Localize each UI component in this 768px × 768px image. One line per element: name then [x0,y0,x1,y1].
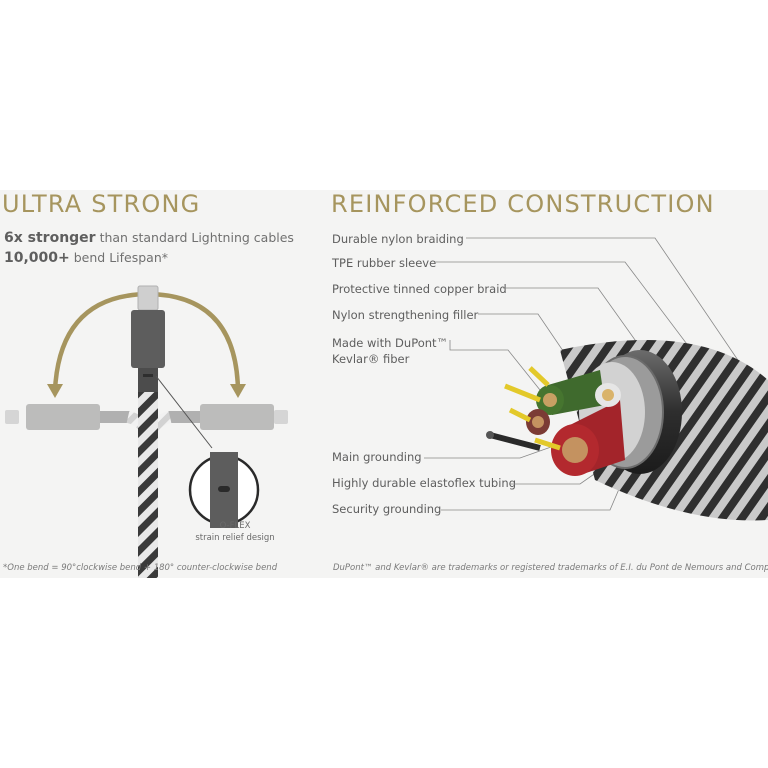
label-kevlar: Kevlar® fiber [332,352,410,366]
arrow-right-icon [230,384,246,398]
lightning-connector [131,310,165,368]
oflex-caption: O-FLEX strain relief design [190,520,280,544]
label-security-grounding: Security grounding [332,502,442,516]
label-tpe-sleeve: TPE rubber sleeve [332,256,437,270]
bend-footnote: *One bend = 90°clockwise bend + 180° cou… [3,563,278,573]
cable-cross-section [424,237,768,521]
lifespan-stat: 10,000+ bend Lifespan* [4,250,168,266]
trademark-footnote: DuPont™ and Kevlar® are trademarks or re… [333,563,768,573]
braided-cable [138,392,158,578]
oflex-subtitle: strain relief design [195,533,275,543]
arrow-left-icon [47,384,63,398]
reinforced-construction-title: REINFORCED CONSTRUCTION [331,190,715,218]
lifespan-stat-value: 10,000+ [4,250,70,266]
infographic-panel: ULTRA STRONG REINFORCED CONSTRUCTION 6x … [0,190,768,578]
label-nylon-braiding: Durable nylon braiding [332,232,464,246]
inner-wires [486,366,625,476]
oflex-title: O-FLEX [219,521,251,531]
strength-stat-text: than standard Lightning cables [95,230,294,245]
lifespan-stat-text: bend Lifespan* [69,250,169,265]
strength-stat-value: 6x stronger [4,230,96,246]
label-elastoflex: Highly durable elastoflex tubing [332,476,516,490]
strength-stat: 6x stronger than standard Lightning cabl… [4,230,294,246]
label-copper-braid: Protective tinned copper braid [332,282,507,296]
label-main-grounding: Main grounding [332,450,422,464]
ultra-strong-title: ULTRA STRONG [2,190,201,218]
label-nylon-filler: Nylon strengthening filler [332,308,479,322]
bend-illustration [5,285,288,578]
label-dupont: Made with DuPont™ [332,336,449,350]
